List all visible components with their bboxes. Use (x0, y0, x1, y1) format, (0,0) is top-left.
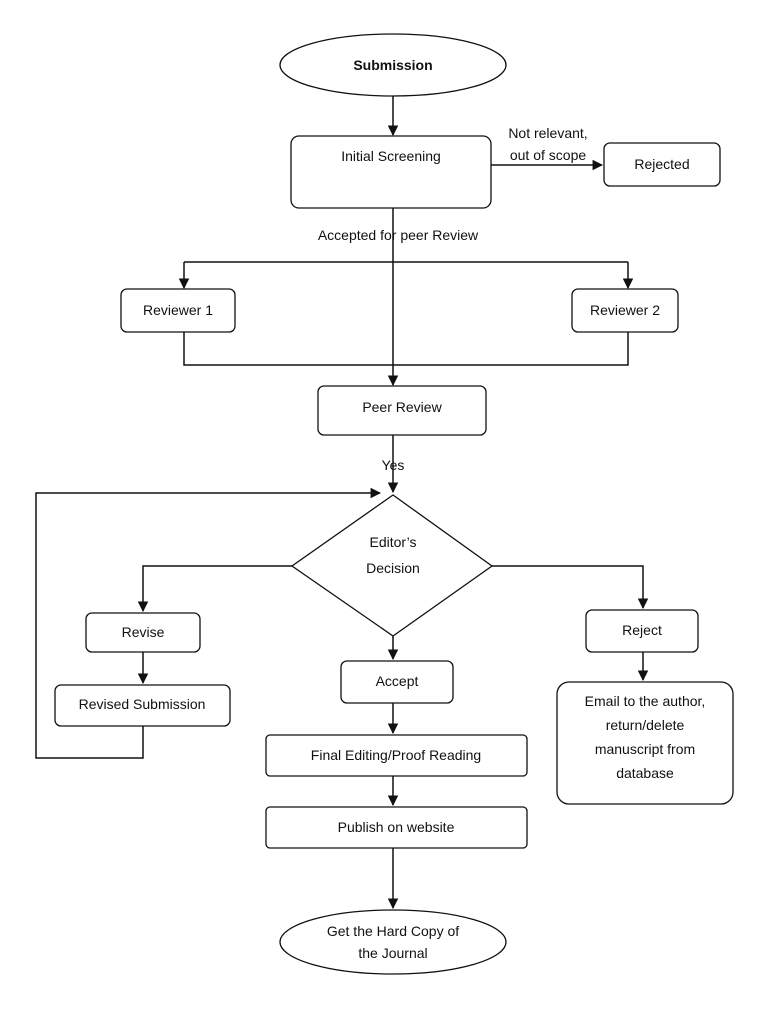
not-relevant-line-1: Not relevant, (508, 125, 587, 141)
hard-copy-line-1: Get the Hard Copy of (327, 923, 459, 939)
revise-label: Revise (122, 624, 165, 640)
editors-decision-line-1: Editor’s (370, 534, 417, 550)
node-rejected: Rejected (603, 142, 721, 187)
node-reject: Reject (585, 609, 699, 653)
node-accept: Accept (340, 660, 454, 704)
node-reviewer-1: Reviewer 1 (120, 288, 236, 333)
node-publish: Publish on website (265, 806, 528, 849)
node-reviewer-2: Reviewer 2 (571, 288, 679, 333)
publish-label: Publish on website (338, 819, 455, 835)
node-hard-copy: Get the Hard Copy of the Journal (279, 909, 507, 975)
email-author-line-4: database (616, 765, 674, 781)
email-author-line-3: manuscript from (595, 741, 695, 757)
peer-review-label: Peer Review (362, 399, 442, 415)
submission-label: Submission (353, 57, 432, 73)
not-relevant-line-2: out of scope (510, 147, 586, 163)
rejected-label: Rejected (634, 156, 689, 172)
final-editing-label: Final Editing/Proof Reading (311, 747, 481, 763)
accepted-for-peer-review-label: Accepted for peer Review (318, 227, 479, 243)
node-revised-submission: Revised Submission (54, 684, 231, 727)
node-editors-decision: Editor’s Decision (290, 494, 494, 637)
arrow-decision-to-revise (137, 565, 292, 613)
editors-decision-line-2: Decision (366, 560, 420, 576)
join-line-reviewers (183, 332, 629, 366)
loop-revised-to-decision (35, 487, 382, 759)
yes-label: Yes (382, 457, 405, 473)
arrow-decision-to-reject (492, 565, 649, 610)
node-initial-screening: Initial Screening (290, 135, 492, 209)
edge-label-not-relevant: Not relevant, out of scope (508, 125, 587, 163)
reviewer-1-label: Reviewer 1 (143, 302, 213, 318)
hard-copy-line-2: the Journal (358, 945, 427, 961)
email-author-line-1: Email to the author, (585, 693, 706, 709)
node-revise: Revise (85, 612, 201, 653)
connectors (35, 95, 649, 910)
node-email-author: Email to the author, return/delete manus… (556, 681, 734, 805)
accept-label: Accept (376, 673, 419, 689)
revised-submission-label: Revised Submission (79, 696, 206, 712)
node-final-editing: Final Editing/Proof Reading (265, 734, 528, 777)
initial-screening-label: Initial Screening (341, 148, 441, 164)
email-author-line-2: return/delete (606, 717, 685, 733)
node-submission: Submission (279, 33, 507, 97)
reviewer-2-label: Reviewer 2 (590, 302, 660, 318)
reject-label: Reject (622, 622, 662, 638)
node-peer-review: Peer Review (317, 385, 487, 436)
